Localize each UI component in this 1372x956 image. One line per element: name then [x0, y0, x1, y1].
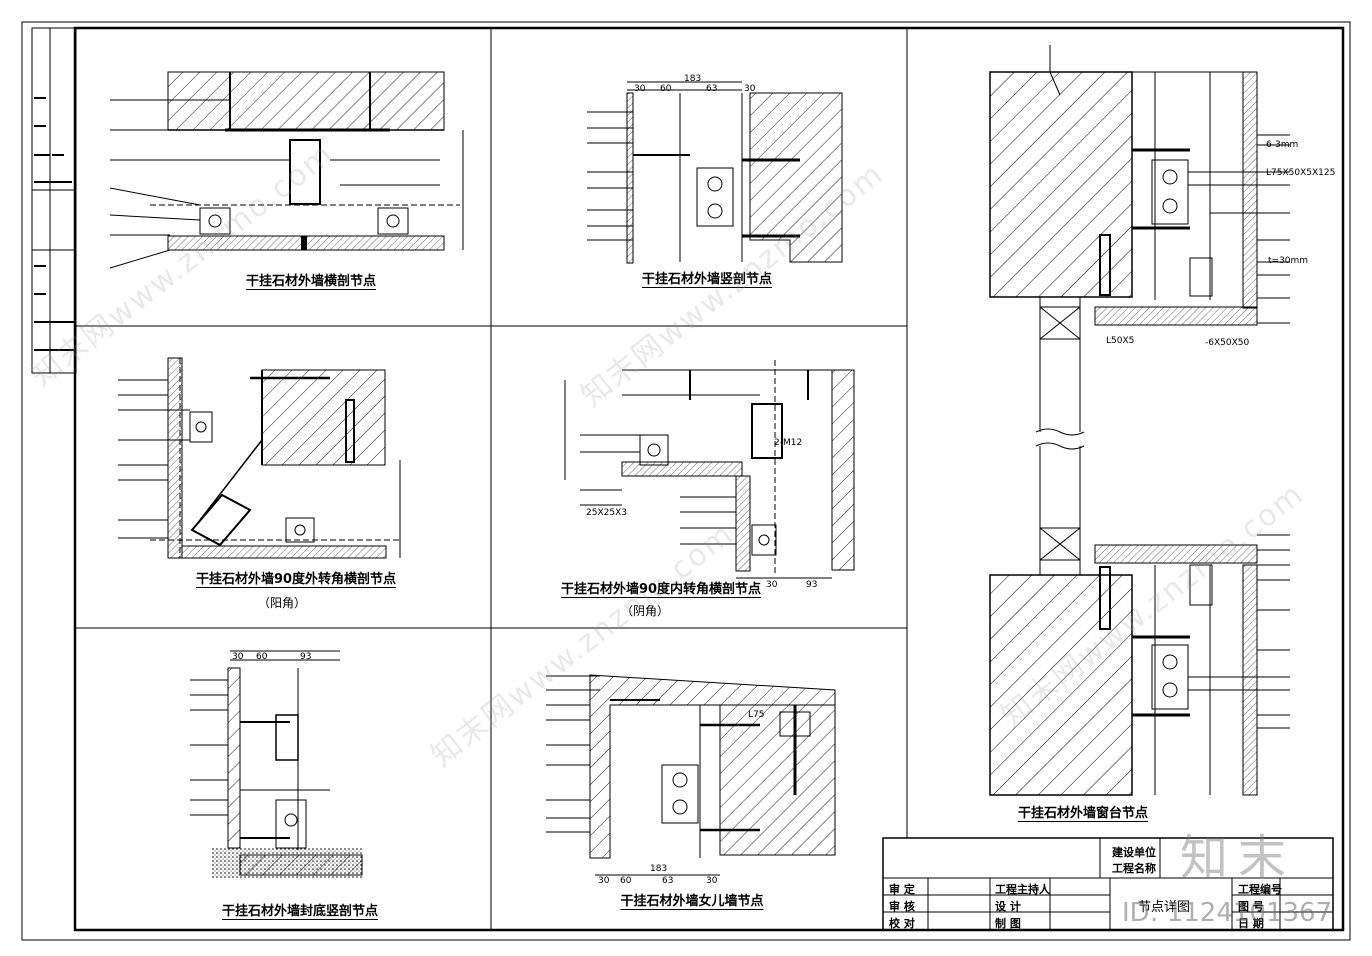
outer-border: [21, 21, 1351, 941]
inner-border: [73, 26, 1345, 932]
label-l50: L50X5: [1106, 336, 1135, 346]
detail-4-subtitle: （阴角）: [620, 604, 670, 618]
dim-d6-d: 30: [706, 876, 718, 886]
label-thk30: t=30mm: [1268, 256, 1309, 266]
title-block-row-1: 审 定: [889, 883, 915, 896]
title-block-mid-1: 工程主持人: [995, 883, 1050, 896]
title-block-frame: [882, 837, 1334, 931]
detail-7-caption: 干挂石材外墙窗台节点: [1017, 806, 1149, 822]
title-block-row-3: 校 对: [889, 917, 915, 930]
detail-4-drawing: [564, 360, 855, 579]
dim-d5-c: 93: [300, 652, 312, 662]
label-bolt: 2-M12: [774, 438, 803, 448]
detail-7-drawing: [989, 45, 1290, 796]
title-block-drawing-no-label: 工程编号: [1238, 883, 1282, 896]
dim-d2-overall: 183: [684, 74, 702, 84]
dim-d5-a: 30: [232, 652, 244, 662]
label-6-3mm: 6-3mm: [1266, 140, 1299, 150]
detail-3-subtitle: （阳角）: [257, 596, 307, 610]
title-block-project-label: 工程名称: [1112, 862, 1156, 875]
dim-d2-b: 60: [660, 84, 672, 94]
title-block-right-1: 图 号: [1238, 900, 1264, 913]
title-block-right-2: 日 期: [1238, 917, 1264, 930]
detail-5-caption: 干挂石材外墙封底竖剖节点: [221, 904, 379, 920]
detail-4-caption: 干挂石材外墙90度内转角横剖节点: [560, 582, 762, 598]
dim-d6-c: 63: [662, 876, 674, 886]
dim-d6-overall: 183: [650, 864, 668, 874]
dim-d4-b: 93: [806, 580, 818, 590]
title-block-row-2: 审 核: [889, 900, 915, 913]
detail-6-caption: 干挂石材外墙女儿墙节点: [620, 894, 764, 910]
detail-1-caption: 干挂石材外墙横剖节点: [245, 274, 377, 290]
watermark-id: ID: 1124101367: [1122, 898, 1333, 928]
detail-2-caption: 干挂石材外墙竖剖节点: [641, 272, 773, 288]
label-plate: -6X50X50: [1205, 338, 1250, 348]
title-block-drawing-title: 节点详图: [1138, 900, 1191, 915]
dim-d2-c: 63: [706, 84, 718, 94]
left-margin-strip: [31, 27, 77, 374]
detail-3-drawing: [118, 357, 401, 559]
detail-3-caption: 干挂石材外墙90度外转角横剖节点: [195, 572, 397, 588]
dim-d2-d: 30: [744, 84, 756, 94]
dim-d2-a: 30: [634, 84, 646, 94]
dim-d6-b: 60: [620, 876, 632, 886]
dim-d5-b: 60: [256, 652, 268, 662]
title-block-mid-3: 制 图: [995, 917, 1021, 930]
label-l75-d6: L75: [748, 710, 765, 720]
label-l75: L75X50X5X125: [1266, 168, 1336, 178]
dim-d6-a: 30: [598, 876, 610, 886]
detail-5-drawing: [190, 650, 363, 878]
panel-grid: [75, 28, 908, 930]
dim-d4-a: 30: [766, 580, 778, 590]
detail-6-drawing: [546, 674, 836, 876]
detail-2-drawing: [587, 81, 843, 264]
title-block-mid-2: 设 计: [995, 900, 1021, 913]
title-block-unit-label: 建设单位: [1112, 846, 1156, 859]
watermark-logo: 知末: [1180, 830, 1297, 886]
label-25x25x3: 25X25X3: [586, 508, 627, 518]
detail-1-drawing: [109, 71, 464, 269]
